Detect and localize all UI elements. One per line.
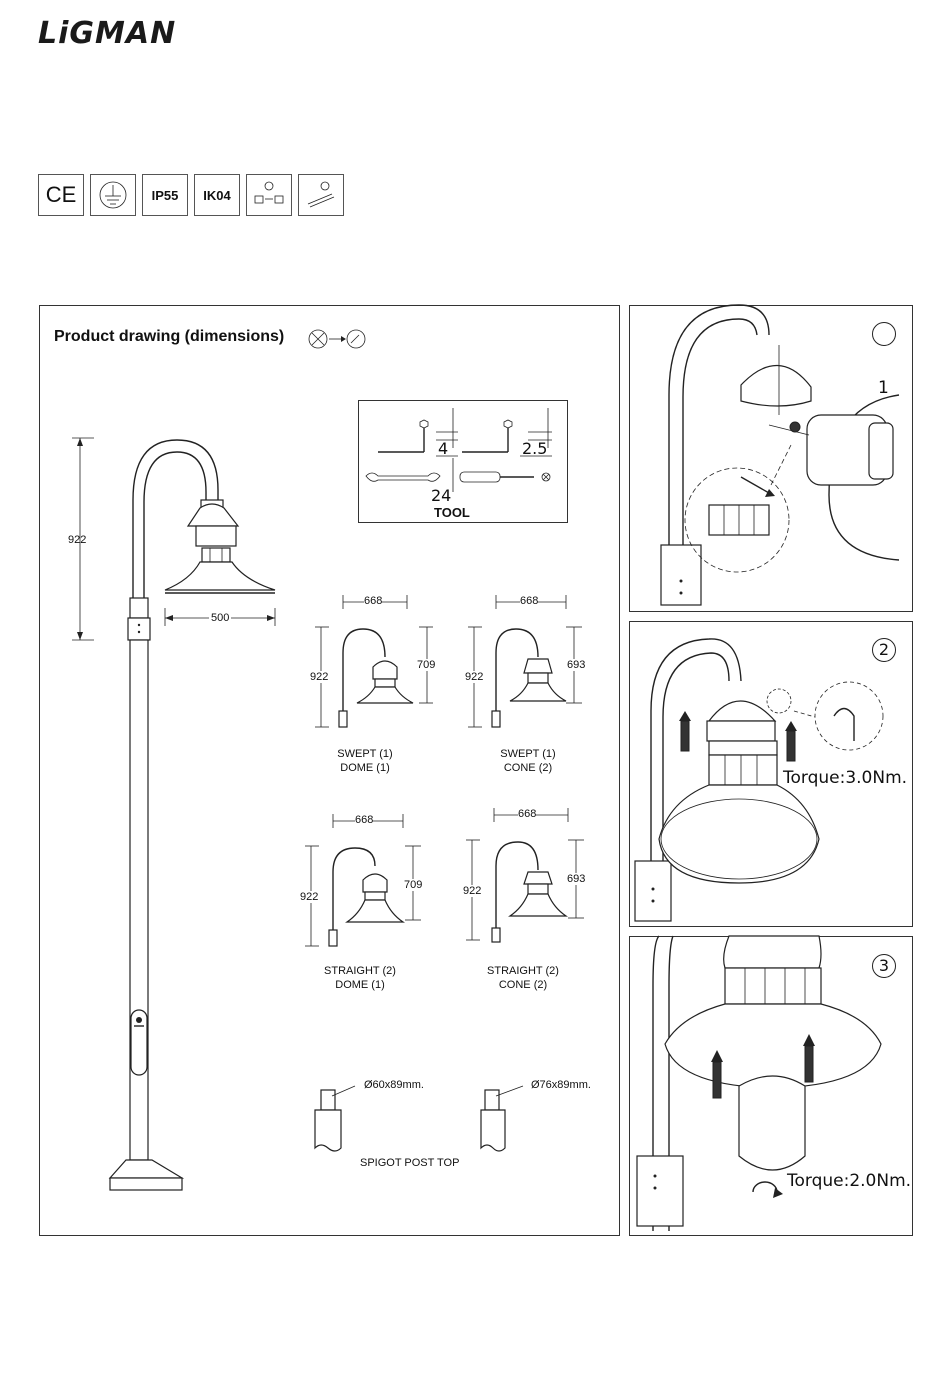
- step-2-number: 2: [879, 640, 889, 659]
- v4-inner: 693: [567, 873, 585, 885]
- spigot-size-76: Ø76x89mm.: [531, 1079, 591, 1091]
- v2-width: 668: [520, 595, 538, 607]
- spigot-label: SPIGOT POST TOP: [360, 1157, 459, 1169]
- spigot-drawings: [315, 1080, 595, 1160]
- v4-caption: STRAIGHT (2) CONE (2): [473, 964, 573, 992]
- ce-label: CE: [46, 182, 77, 208]
- v2-caption: SWEPT (1) CONE (2): [478, 747, 578, 775]
- ce-mark-icon: CE: [38, 174, 84, 216]
- step-1-marker: [872, 322, 896, 346]
- tool-size-2-5: 2.5: [522, 439, 547, 458]
- panel-title: Product drawing (dimensions): [54, 328, 284, 346]
- v4-height: 922: [463, 885, 481, 897]
- v2-line1: SWEPT (1): [478, 747, 578, 761]
- v3-height: 922: [300, 891, 318, 903]
- main-height-label: 922: [68, 534, 86, 546]
- ik-label: IK04: [203, 188, 230, 203]
- step-2-torque: Torque:3.0Nm.: [783, 768, 907, 788]
- v2-height: 922: [465, 671, 483, 683]
- installation-icon: [246, 174, 292, 216]
- v1-height: 922: [310, 671, 328, 683]
- v2-inner: 693: [567, 659, 585, 671]
- step-3-torque: Torque:2.0Nm.: [787, 1171, 911, 1191]
- step-3-marker: 3: [872, 954, 896, 978]
- tool-label: TOOL: [434, 505, 470, 520]
- v1-caption: SWEPT (1) DOME (1): [315, 747, 415, 775]
- v4-line1: STRAIGHT (2): [473, 964, 573, 978]
- step-2-marker: 2: [872, 638, 896, 662]
- ip-rating-badge: IP55: [142, 174, 188, 216]
- brand-logo: LiGMAN: [38, 16, 176, 51]
- screwdriver-direction-icon: [308, 328, 368, 352]
- v3-line2: DOME (1): [310, 978, 410, 992]
- main-lamp-post-drawing: [60, 430, 290, 1200]
- ip-label: IP55: [152, 188, 179, 203]
- v3-caption: STRAIGHT (2) DOME (1): [310, 964, 410, 992]
- v1-width: 668: [364, 595, 382, 607]
- v1-inner: 709: [417, 659, 435, 671]
- v3-line1: STRAIGHT (2): [310, 964, 410, 978]
- tool-size-24: 24: [431, 486, 451, 505]
- step-3-number: 3: [879, 956, 889, 975]
- main-width-label: 500: [209, 612, 231, 624]
- v1-line2: DOME (1): [315, 761, 415, 775]
- v3-width: 668: [355, 814, 373, 826]
- wiring-icon: [298, 174, 344, 216]
- spigot-size-60: Ø60x89mm.: [364, 1079, 424, 1091]
- v2-line2: CONE (2): [478, 761, 578, 775]
- v4-width: 668: [518, 808, 536, 820]
- step-1-number: 1: [878, 378, 889, 398]
- ik-rating-badge: IK04: [194, 174, 240, 216]
- step-1-illustration: [629, 305, 913, 612]
- v3-inner: 709: [404, 879, 422, 891]
- v1-line1: SWEPT (1): [315, 747, 415, 761]
- step-3-illustration: [629, 936, 913, 1236]
- earth-symbol-icon: [90, 174, 136, 216]
- tool-size-4: 4: [438, 439, 448, 458]
- v4-line2: CONE (2): [473, 978, 573, 992]
